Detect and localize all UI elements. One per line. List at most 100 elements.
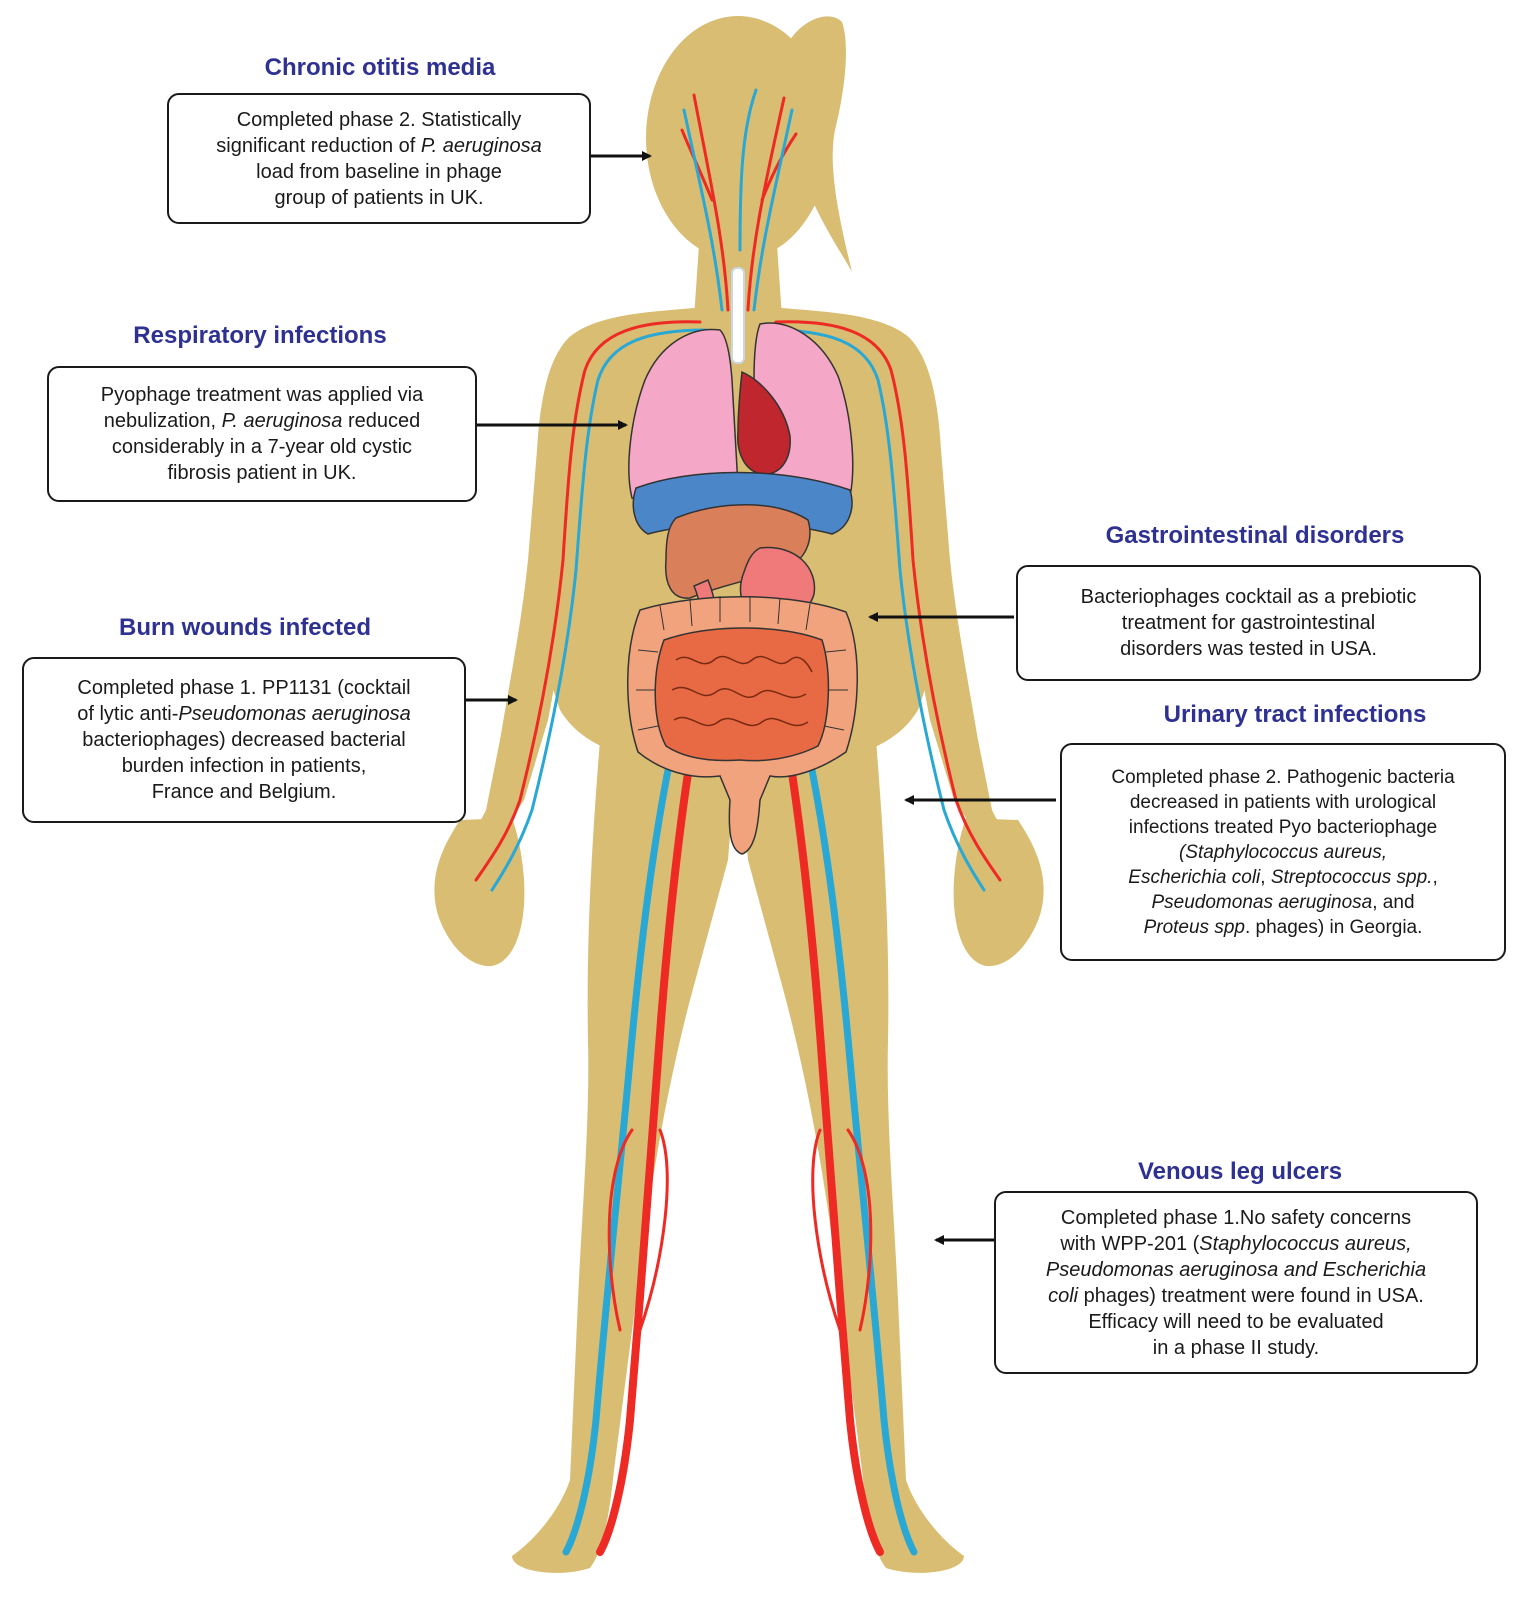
annotation-line: Efficacy will need to be evaluated (1004, 1309, 1468, 1335)
annotation-line: Completed phase 1.No safety concerns (1004, 1205, 1468, 1231)
annotation-line: coli phages) treatment were found in USA… (1004, 1283, 1468, 1309)
italic-text: P. aeruginosa (221, 410, 343, 432)
italic-text: Streptococcus spp. (1270, 866, 1433, 888)
right-arm-vein (768, 328, 986, 892)
annotation-line: load from baseline in phage (177, 159, 581, 185)
text-run: load from baseline in phage (256, 160, 502, 183)
head-artery-left (692, 93, 730, 312)
right-leg-vein (806, 756, 918, 1556)
italic-text: Staphylococcus aureus, (1199, 1232, 1412, 1255)
small-intestine-coils (671, 655, 813, 727)
respiratory-heading: Respiratory infections (133, 322, 387, 349)
annotation-line: France and Belgium. (32, 779, 456, 805)
urinary-heading: Urinary tract infections (1163, 701, 1427, 728)
annotation-line: fibrosis patient in UK. (57, 460, 467, 486)
text-run: Completed phase 1. PP1131 (cocktail (77, 677, 411, 699)
text-run: phages) treatment were found in USA. (1078, 1284, 1424, 1307)
italic-text: Escherichia coli (1128, 866, 1261, 888)
text-run: nebulization, (103, 410, 222, 432)
text-run: France and Belgium. (151, 781, 337, 803)
annotation-line: considerably in a 7-year old cystic (57, 434, 467, 460)
annotation-line: Completed phase 2. Statistically (177, 107, 581, 133)
right-arm-artery (774, 320, 1002, 882)
annotation-line: Pyophage treatment was applied via (57, 382, 467, 408)
italic-text: (Staphylococcus aureus, (1178, 841, 1388, 863)
annotation-line: decreased in patients with urological (1070, 790, 1496, 815)
italic-text: Pseudomonas aeruginosa (1151, 891, 1373, 913)
text-run: with WPP-201 ( (1060, 1232, 1200, 1255)
text-run: Pyophage treatment was applied via (100, 384, 424, 406)
annotation-line: Pseudomonas aeruginosa, and (1070, 890, 1496, 915)
italic-text: P. aeruginosa (420, 134, 542, 157)
text-run: reduced (342, 410, 421, 432)
annotation-line: Pseudomonas aeruginosa and Escherichia (1004, 1257, 1468, 1283)
otitis-heading: Chronic otitis media (264, 54, 496, 81)
head-vein-top (738, 88, 758, 252)
italic-text: coli (1048, 1284, 1079, 1307)
annotation-line: in a phase II study. (1004, 1335, 1468, 1361)
organs (627, 322, 858, 855)
text-run: bacteriophages) decreased bacterial (82, 729, 406, 751)
text-run: . phages) in Georgia. (1244, 916, 1423, 938)
head-vein-right (752, 108, 794, 312)
head-artery-right-branch (760, 132, 798, 202)
text-run: in a phase II study. (1152, 1336, 1320, 1359)
head (646, 16, 830, 260)
blood-vessels (474, 88, 1002, 1556)
text-run: Completed phase 1.No safety concerns (1060, 1206, 1412, 1229)
gastro-box: Bacteriophages cocktail as a prebiotic tr… (1016, 565, 1481, 681)
left-leg-artery (596, 756, 694, 1556)
annotation-line: burden infection in patients, (32, 753, 456, 779)
left-arm-vein (490, 328, 708, 892)
text-run: significant reduction of (216, 134, 421, 157)
italic-text: Proteus spp (1143, 916, 1245, 938)
text-run: of lytic anti- (77, 703, 179, 725)
right-leg-artery (786, 756, 884, 1556)
text-run: Completed phase 2. Statistically (236, 108, 522, 131)
annotation-line: Bacteriophages cocktail as a prebiotic (1026, 584, 1471, 610)
burn-heading: Burn wounds infected (119, 614, 371, 641)
text-run: infections treated Pyo bacteriophage (1128, 816, 1438, 838)
text-run: considerably in a 7-year old cystic (111, 436, 413, 458)
annotation-line: nebulization, P. aeruginosa reduced (57, 408, 467, 434)
right-leg (740, 740, 964, 1573)
annotation-line: group of patients in UK. (177, 185, 581, 211)
trachea (731, 267, 745, 364)
text-run: treatment for gastrointestinal (1121, 612, 1376, 634)
text-run: Completed phase 2. Pathogenic bacteria (1111, 766, 1455, 788)
annotation-line: of lytic anti-Pseudomonas aeruginosa (32, 701, 456, 727)
annotation-line: disorders was tested in USA. (1026, 636, 1471, 662)
venous-heading: Venous leg ulcers (1137, 1158, 1343, 1185)
annotation-line: significant reduction of P. aeruginosa (177, 133, 581, 159)
text-run: , (1432, 866, 1438, 888)
gastro-heading: Gastrointestinal disorders (1105, 522, 1405, 549)
head-vein-left (682, 108, 724, 312)
italic-text: Pseudomonas aeruginosa (178, 703, 411, 725)
arrows (462, 151, 1056, 1245)
left-lung (628, 328, 739, 503)
left-arm (445, 335, 578, 888)
text-run: , (1260, 866, 1271, 888)
annotation-line: Proteus spp. phages) in Georgia. (1070, 915, 1496, 940)
annotation-line: (Staphylococcus aureus, (1070, 840, 1496, 865)
annotation-line: Escherichia coli, Streptococcus spp., (1070, 865, 1496, 890)
text-run: , and (1372, 891, 1415, 913)
text-run: Efficacy will need to be evaluated (1088, 1310, 1384, 1333)
text-run: Bacteriophages cocktail as a prebiotic (1080, 586, 1417, 608)
annotation-line: treatment for gastrointestinal (1026, 610, 1471, 636)
annotation-line: Completed phase 2. Pathogenic bacteria (1070, 765, 1496, 790)
left-arm-artery (474, 320, 702, 882)
text-run: group of patients in UK. (274, 186, 484, 209)
text-run: disorders was tested in USA. (1120, 638, 1377, 660)
right-knee-loop (811, 1128, 873, 1332)
right-hand (953, 818, 1044, 967)
head-artery-right (746, 96, 786, 312)
annotation-line: with WPP-201 (Staphylococcus aureus, (1004, 1231, 1468, 1257)
text-run: fibrosis patient in UK. (167, 462, 357, 484)
